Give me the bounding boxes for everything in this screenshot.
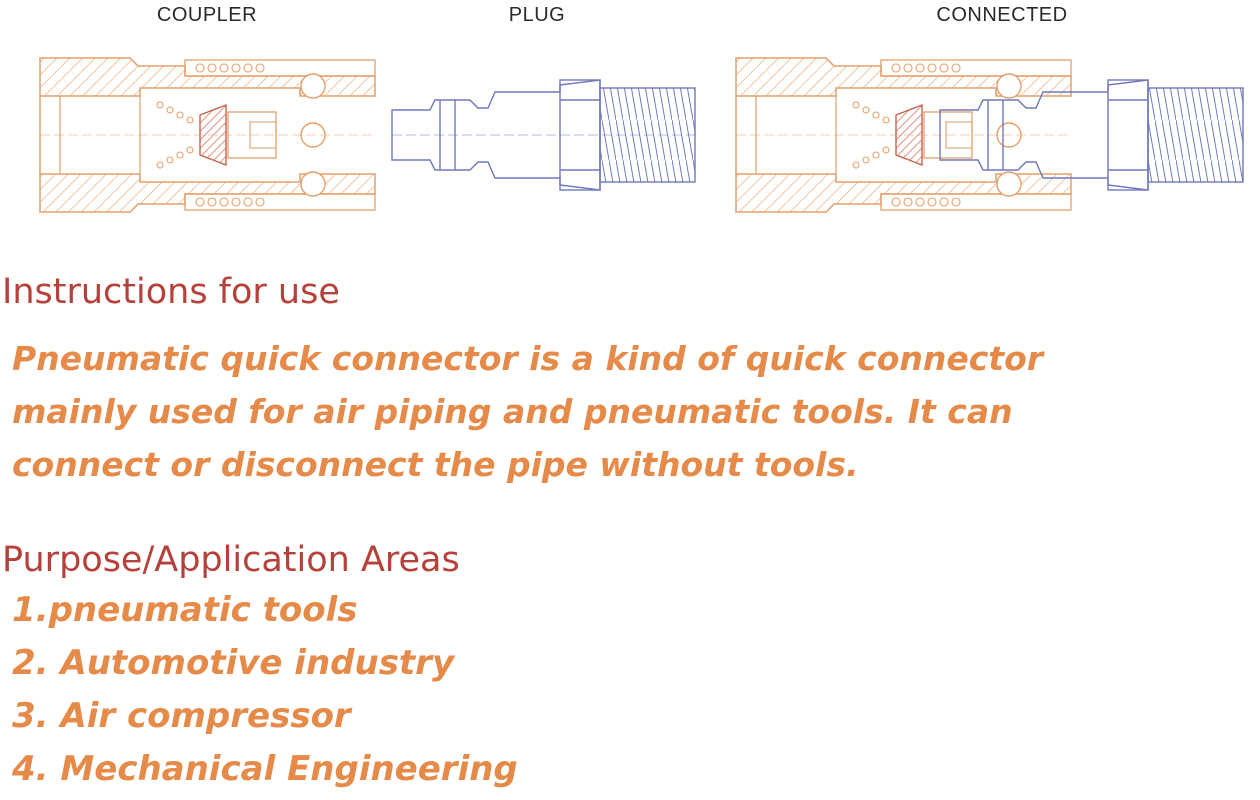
instructions-heading: Instructions for use	[2, 272, 340, 312]
coupler-drawing	[39, 57, 376, 213]
instructions-line: Pneumatic quick connector is a kind of q…	[12, 339, 1044, 378]
connector-drawing	[39, 57, 1244, 213]
applications-heading: Purpose/Application Areas	[2, 540, 460, 580]
connected-plug-drawing	[939, 79, 1244, 191]
instructions-line: mainly used for air piping and pneumatic…	[12, 392, 1013, 431]
plug-label: PLUG	[508, 4, 566, 26]
list-item: 3. Air compressor	[12, 696, 351, 736]
connected-coupler-drawing	[735, 57, 1072, 213]
coupler-label: COUPLER	[156, 4, 258, 26]
instructions-line: connect or disconnect the pipe without t…	[12, 445, 859, 484]
connected-label: CONNECTED	[936, 4, 1068, 26]
connector-diagram: COUPLER PLUG CONNECTED	[0, 0, 1260, 230]
plug-drawing	[391, 79, 700, 191]
list-item: 1.pneumatic tools	[12, 590, 358, 630]
instructions-text: Pneumatic quick connector is a kind of q…	[12, 332, 1043, 491]
applications-list: 1.pneumatic tools 2. Automotive industry…	[12, 584, 518, 796]
list-item: 4. Mechanical Engineering	[12, 749, 518, 789]
list-item: 2. Automotive industry	[12, 643, 455, 683]
